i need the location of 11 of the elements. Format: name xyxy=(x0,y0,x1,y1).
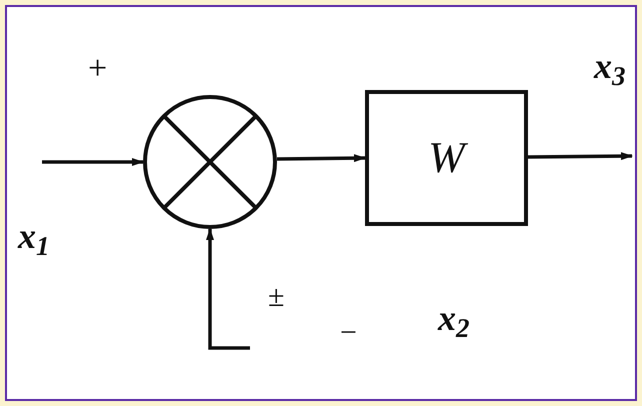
signal-label: x$_{3}$ xyxy=(594,48,626,84)
signal-label: x$_{1}$ xyxy=(18,218,50,254)
signal-label: x$_{2}$ xyxy=(438,300,470,336)
arrow xyxy=(276,154,366,162)
block-box: W xyxy=(365,90,528,226)
arrow xyxy=(206,228,250,350)
arrow xyxy=(528,152,633,160)
signal-label: ± xyxy=(268,282,284,312)
arrow xyxy=(42,158,144,166)
signal-label: + xyxy=(88,52,108,86)
signal-label: − xyxy=(340,318,357,348)
